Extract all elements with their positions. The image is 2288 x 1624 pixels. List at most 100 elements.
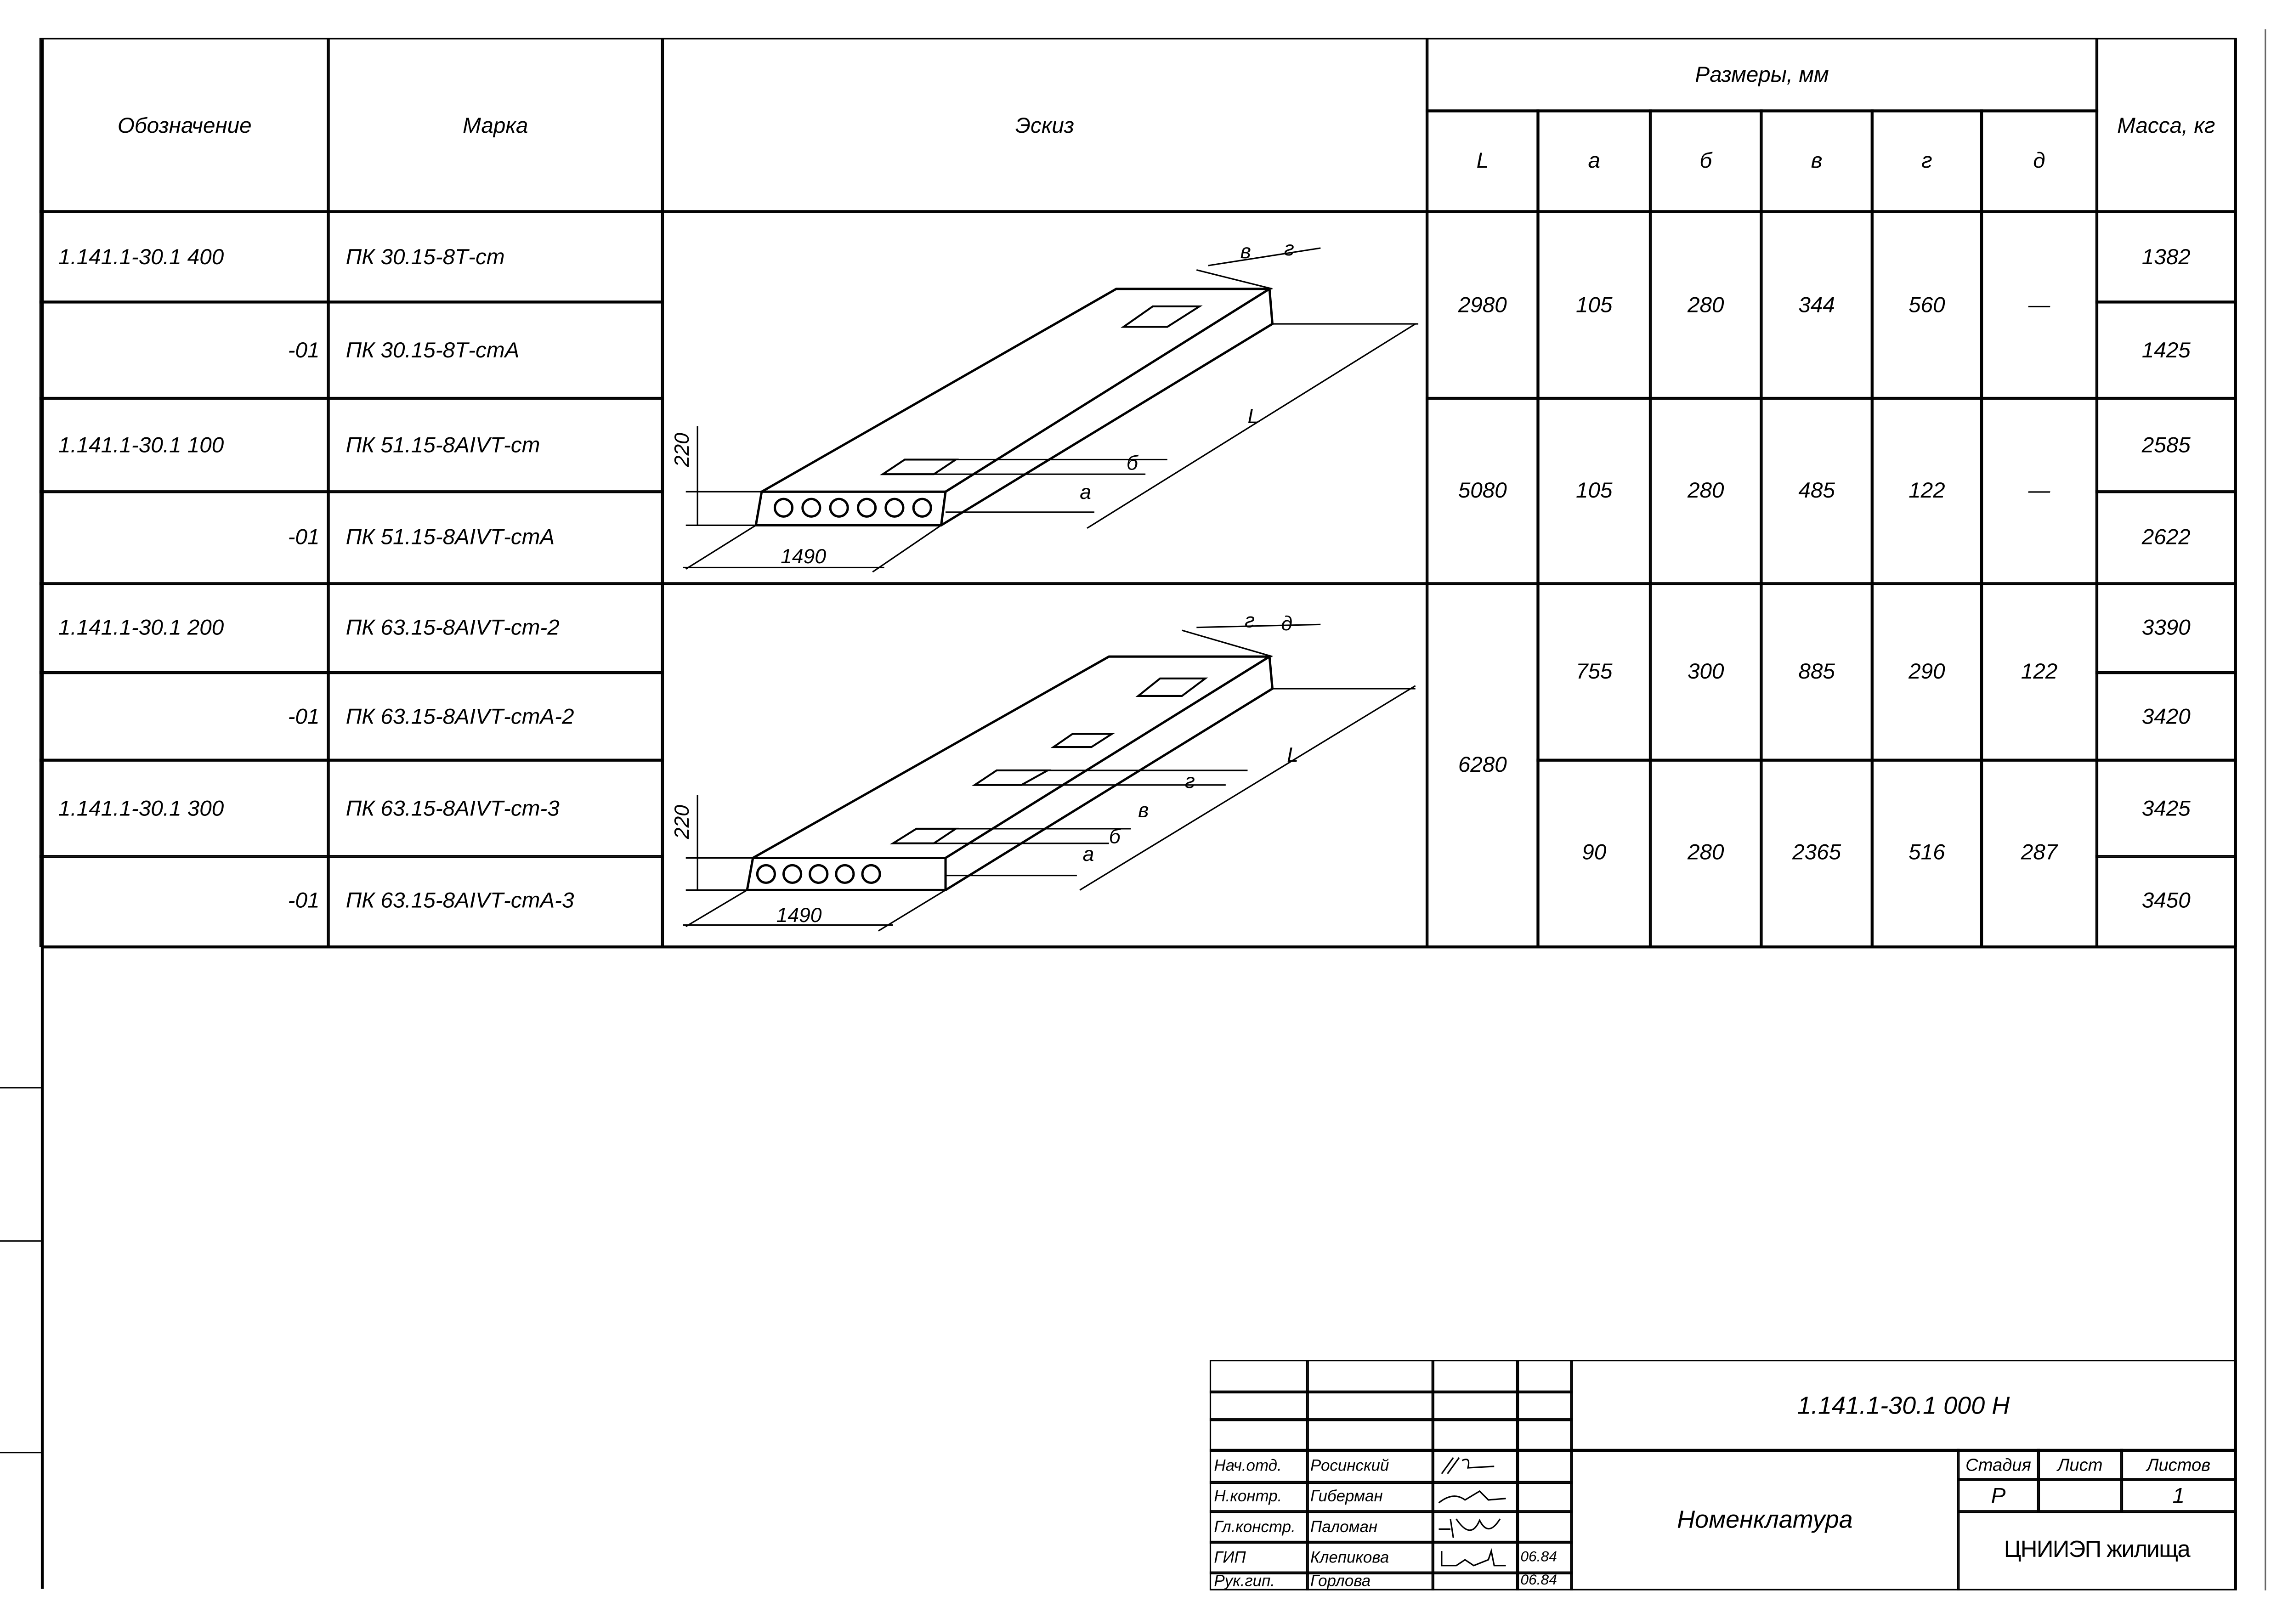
sheets-label: Листов [2120,1449,2237,1481]
staff-signature [1431,1481,1519,1513]
dim-label-b: б [1127,452,1139,475]
mark-cell: ПК 63.15-8АIVТ-стА-2 [327,671,664,762]
mark-cell: ПК 63.15-8АIVТ-стА-3 [327,855,664,947]
staff-name: Горлова [1306,1571,1435,1590]
dim-a: 105 [1536,210,1652,400]
staff-signature [1431,1510,1519,1544]
mass-cell: 3420 [2095,671,2237,762]
dim-label-a: a [1080,481,1091,504]
dim-v: 344 [1760,210,1874,400]
tb-empty [1431,1390,1519,1421]
mass-cell: 3425 [2095,758,2237,858]
mass-cell: 3390 [2095,582,2237,674]
dim-a: 90 [1536,758,1652,947]
mark-cell: ПК 63.15-8АIVТ-ст-3 [327,758,664,858]
mass-cell: 2622 [2095,490,2237,585]
mass-cell: 2585 [2095,396,2237,493]
document-title: Номенклатура [1570,1449,1960,1590]
dim-label-g: г [1284,238,1294,260]
staff-date: 06.84 [1516,1571,1573,1590]
staff-signature [1431,1540,1519,1574]
designation-cell: 1.141.1-30.1 300 [39,758,330,858]
margin-tick [0,1452,41,1454]
staff-role: Нач.отд. [1209,1449,1309,1484]
dim-g: 560 [1870,210,1983,400]
designation-cell: -01 [39,671,330,762]
designation-cell: 1.141.1-30.1 200 [39,582,330,674]
width-dim-label: 1490 [776,904,822,927]
dim-label-d: д [1281,612,1293,635]
dim-v: 2365 [1760,758,1874,947]
header-designation: Обозначение [39,38,330,213]
dim-label-g: г [1245,610,1255,632]
dim-d: 122 [1980,582,2099,762]
staff-signature [1431,1571,1519,1590]
dim-v: 485 [1760,396,1874,585]
dim-L: 6280 [1425,582,1540,947]
designation-cell: -01 [39,855,330,947]
staff-date [1516,1481,1573,1513]
tb-empty [1431,1360,1519,1394]
tb-empty [1209,1418,1309,1452]
mass-cell: 1425 [2095,300,2237,400]
staff-date [1516,1510,1573,1544]
table-bottom-line [40,945,2236,948]
designation-cell: 1.141.1-30.1 400 [39,210,330,304]
tb-empty [1516,1418,1573,1452]
margin-line [2265,29,2266,1590]
margin-tick [0,1240,41,1243]
tb-empty [1306,1360,1435,1394]
staff-date: 06.84 [1516,1540,1573,1574]
dim-a: 755 [1536,582,1652,762]
header-dimensions: Размеры, мм [1425,38,2099,113]
length-dim-label: L [1287,744,1298,766]
tb-empty [1516,1390,1573,1421]
dim-label-g: г [1185,770,1195,792]
hollow-cores [773,498,932,518]
tb-empty [1431,1418,1519,1452]
sheet-label: Лист [2037,1449,2124,1481]
header-dim-L: L [1425,109,1540,213]
header-dim-a: a [1536,109,1652,213]
sheet-value [2037,1478,2124,1513]
frame-right [2234,39,2237,1589]
dim-d: — [1980,210,2099,400]
mass-cell: 3450 [2095,855,2237,947]
staff-role: Гл.констр. [1209,1510,1309,1544]
header-mass: Масса, кг [2095,38,2237,213]
staff-role: Н.контр. [1209,1481,1309,1513]
dim-label-b: б [1109,826,1121,848]
mark-cell: ПК 30.15-8Т-стА [327,300,664,400]
header-mark: Марка [327,38,664,213]
dim-L: 2980 [1425,210,1540,400]
signature-icon [1438,1517,1501,1538]
dim-d: 287 [1980,758,2099,947]
signature-icon [1441,1457,1495,1474]
slab-sketch-2: 220 1490 L г д a б в г [671,610,1416,932]
tb-empty [1516,1360,1573,1394]
hollow-cores [756,864,881,884]
mark-cell: ПК 51.15-8АIVТ-стА [327,490,664,585]
header-dim-b: б [1648,109,1763,213]
dim-label-v: в [1240,240,1251,263]
height-dim-label: 220 [671,433,693,467]
dim-d: — [1980,396,2099,585]
header-dim-v: в [1760,109,1874,213]
signature-icon [1441,1547,1506,1566]
dim-b: 300 [1648,582,1763,762]
frame-left [40,39,43,1589]
dim-L: 5080 [1425,396,1540,585]
staff-name: Гиберман [1306,1481,1435,1513]
designation-cell: -01 [39,300,330,400]
signature-icon [1438,1490,1506,1504]
dim-b: 280 [1648,396,1763,585]
mark-cell: ПК 30.15-8Т-ст [327,210,664,304]
mass-cell: 1382 [2095,210,2237,304]
margin-tick [0,1087,41,1089]
document-code: 1.141.1-30.1 000 Н [1570,1360,2237,1452]
designation-cell: -01 [39,490,330,585]
width-dim-label: 1490 [781,545,826,568]
dim-label-a: a [1083,843,1094,866]
